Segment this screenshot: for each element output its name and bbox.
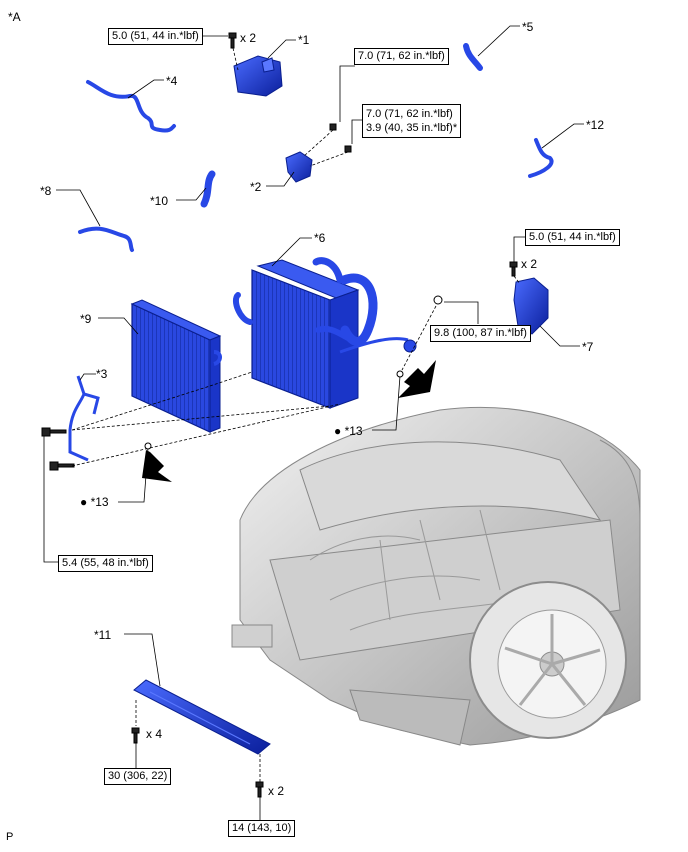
arrow-13a: [398, 360, 436, 398]
vehicle-front: [231, 407, 641, 746]
callout-3: *3: [96, 367, 108, 381]
clip-13b: [144, 442, 152, 450]
callout-2: *2: [250, 180, 262, 194]
callout-9: *9: [80, 312, 92, 326]
torque-box-2a: 7.0 (71, 62 in.*lbf): [354, 48, 449, 65]
condenser: [130, 299, 222, 433]
callout-5: *5: [522, 20, 534, 34]
hose-5: [463, 43, 483, 71]
callout-13b: ● *13: [80, 495, 109, 509]
part-3: [68, 375, 100, 462]
callout-11: *11: [94, 628, 112, 642]
callout-7: *7: [582, 340, 594, 354]
hose-4: [86, 80, 176, 133]
qty-11b: x 2: [268, 784, 285, 798]
arrow-13b: [142, 450, 172, 482]
qty-11a: x 4: [146, 727, 163, 741]
clip-13a: [396, 370, 404, 378]
torque-2b-line1: 7.0 (71, 62 in.*lbf): [366, 108, 453, 120]
hose-12: [528, 138, 554, 178]
callout-4: *4: [166, 74, 178, 88]
callout-8: *8: [40, 184, 52, 198]
leader-lines: [43, 25, 584, 820]
callout-12: *12: [586, 118, 605, 132]
callout-13a: ● *13: [334, 424, 363, 438]
torque-box-11a: 30 (306, 22): [104, 768, 172, 785]
torque-box-11b: 14 (143, 10): [228, 820, 296, 837]
hose-10: [200, 170, 216, 208]
callout-6: *6: [314, 231, 326, 245]
callout-10: *10: [150, 194, 169, 208]
corner-letter: P: [6, 831, 14, 843]
figure-id: *A: [8, 10, 21, 24]
part-1: [233, 55, 283, 97]
qty-1: x 2: [240, 31, 257, 45]
torque-box-7: 5.0 (51, 44 in.*lbf): [525, 229, 620, 246]
qty-7: x 2: [521, 257, 538, 271]
part-11: [133, 679, 271, 755]
torque-2b-line2: 3.9 (40, 35 in.*lbf)*: [366, 122, 458, 134]
torque-box-3: 5.4 (55, 48 in.*lbf): [58, 555, 153, 572]
torque-box-1: 5.0 (51, 44 in.*lbf): [108, 28, 203, 45]
torque-box-6: 9.8 (100, 87 in.*lbf): [430, 325, 531, 342]
bolt-icons: [41, 32, 518, 798]
hose-8: [78, 226, 134, 252]
radiator: [232, 257, 417, 409]
torque-box-2b: 7.0 (71, 62 in.*lbf) 3.9 (40, 35 in.*lbf…: [362, 104, 462, 138]
callout-1: *1: [298, 33, 310, 47]
